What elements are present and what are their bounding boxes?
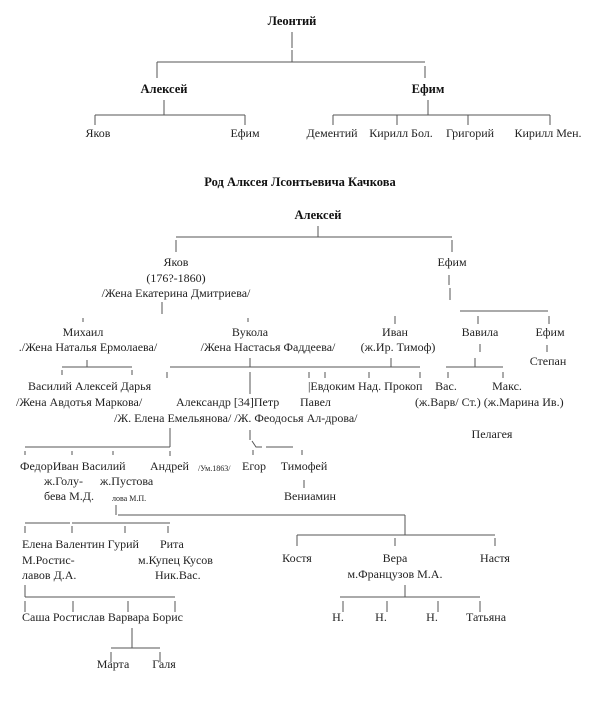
person-label: Н. — [426, 610, 438, 624]
spouse-label: /Ж. Елена Емельянова/ /Ж. Феодосья Ал-др… — [114, 411, 358, 425]
person-label: Вавила — [461, 325, 499, 339]
person-label: Ефим — [437, 255, 467, 269]
person-label: Павел — [300, 395, 331, 409]
person-label: Егор — [242, 459, 266, 473]
person-label: Кирилл Мен. — [514, 126, 582, 140]
page-title: Род Алксея Лсонтьевича Качкова — [204, 175, 396, 189]
person-leontiy: Леонтий — [267, 14, 317, 28]
spouse-label: ./Жена Наталья Ермолаева/ — [18, 340, 158, 354]
person-label: Вукола — [231, 325, 269, 339]
person-label: Н. — [375, 610, 387, 624]
spouse-label: /Жена Настасья Фаддеева/ — [200, 340, 336, 354]
person-label: Степан — [529, 354, 567, 368]
spouse-label: м.Французов М.А. — [347, 567, 443, 581]
person-label: Н. — [332, 610, 344, 624]
person-aleksey-root: Алексей — [294, 208, 342, 222]
person-label: Настя — [480, 551, 510, 565]
note-label: /Ум.1863/ — [198, 464, 231, 473]
person-label: Татьяна — [465, 610, 507, 624]
person-label: Яков — [85, 126, 111, 140]
person-efim: Ефим — [411, 82, 445, 96]
person-label: Василий Алексей Дарья — [28, 379, 152, 393]
person-dates: (176?-1860) — [146, 271, 206, 285]
person-label: Григорий — [445, 126, 495, 140]
spouse-label: /Жена Авдотья Маркова/ — [16, 395, 143, 409]
person-label: Елена Валентин Гурий — [22, 537, 139, 551]
person-label: Яков — [163, 255, 189, 269]
person-label: Кирилл Бол. — [369, 126, 433, 140]
person-label: |Евдоким Над. Прокоп — [308, 379, 423, 393]
spouse-label: Ник.Вас. — [155, 568, 201, 582]
person-label: Михаил — [62, 325, 104, 339]
spouse-label: лова М.П. — [112, 494, 147, 503]
person-label: Тимофей — [280, 459, 328, 473]
spouse-label: (ж.Варв/ Ст.) (ж.Марина Ив.) — [415, 395, 564, 409]
person-label: Иван — [382, 325, 408, 339]
person-label: Марта — [96, 657, 130, 671]
person-label: Александр [34]Петр — [176, 395, 280, 409]
person-label: Вас. — [435, 379, 457, 393]
spouse-label: м.Купец Кусов — [138, 553, 213, 567]
person-label: Ефим — [230, 126, 260, 140]
person-label: Галя — [152, 657, 176, 671]
spouse-label: (ж.Ир. Тимоф) — [360, 340, 436, 354]
person-label: Пелагея — [471, 427, 513, 441]
person-aleksey: Алексей — [140, 82, 188, 96]
person-label: Вера — [382, 551, 408, 565]
spouse-label: /Жена Екатерина Дмитриева/ — [101, 286, 251, 300]
person-label: ФедорИван Василий — [20, 459, 126, 473]
spouse-label: лавов Д.А. — [22, 568, 77, 582]
spouse-label: бева М.Д. — [44, 489, 94, 503]
person-label: Андрей — [150, 459, 189, 473]
person-label: Ефим — [535, 325, 565, 339]
person-label: Саша Ростислав Варвара Борис — [22, 610, 183, 624]
person-label: Костя — [282, 551, 312, 565]
spouse-label: ж.Пустова — [100, 474, 154, 488]
person-label: Рита — [160, 537, 184, 551]
person-label: Вениамин — [284, 489, 336, 503]
spouse-label: ж.Голу- — [44, 474, 83, 488]
person-label: Макс. — [492, 379, 522, 393]
person-label: Дементий — [306, 126, 358, 140]
spouse-label: М.Ростис- — [22, 553, 75, 567]
